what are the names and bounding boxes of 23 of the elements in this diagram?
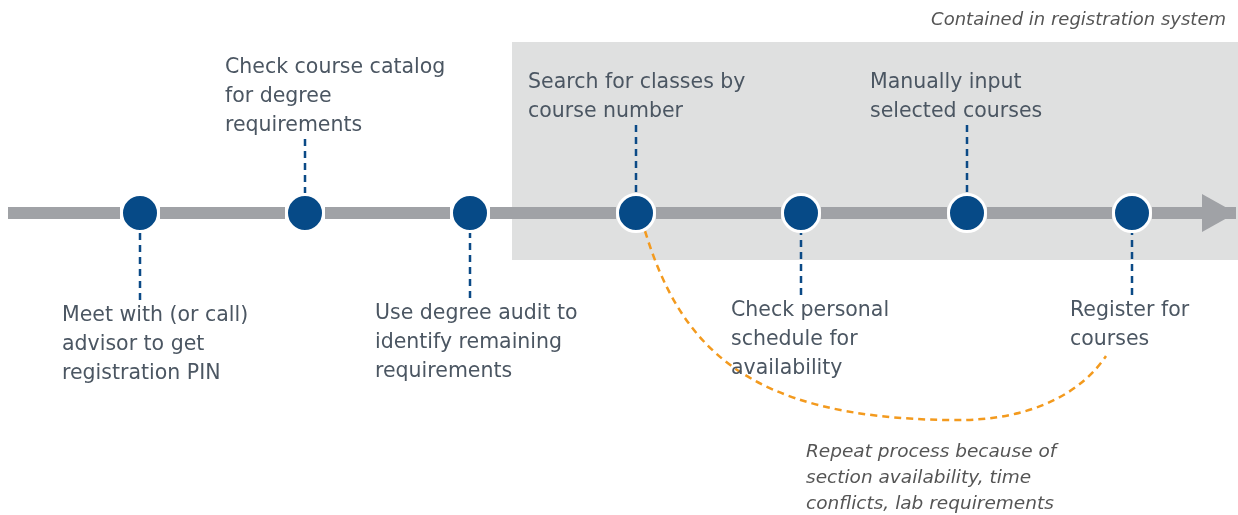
loop-line — [643, 230, 1107, 422]
leader-line — [799, 233, 803, 295]
step-label: Search for classes by course number — [528, 67, 768, 125]
leader-line — [138, 233, 142, 300]
leader-line — [303, 139, 307, 193]
step-label: Check personal schedule for availability — [731, 295, 931, 382]
leader-line — [1130, 233, 1134, 295]
leader-line — [965, 125, 969, 193]
milestone-dot — [1112, 193, 1152, 233]
annotation-note: Repeat process because of section availability, time conflicts, lab requirements — [806, 439, 1060, 515]
step-label: Meet with (or call) advisor to get registration PIN — [62, 300, 302, 387]
step-label: Check course catalog for degree requirements — [225, 52, 455, 139]
region-heading: Contained in registration system — [931, 8, 1226, 29]
leader-line — [468, 233, 472, 298]
step-label: Manually input selected courses — [870, 67, 1090, 125]
milestone-dot — [947, 193, 987, 233]
milestone-dot — [781, 193, 821, 233]
step-label: Register for courses — [1070, 295, 1220, 353]
step-label: Use degree audit to identify remaining requirements — [375, 298, 625, 385]
leader-line — [634, 125, 638, 193]
timeline-arrow — [1152, 194, 1236, 232]
milestone-dot — [616, 193, 656, 233]
system-region — [512, 8, 1238, 260]
